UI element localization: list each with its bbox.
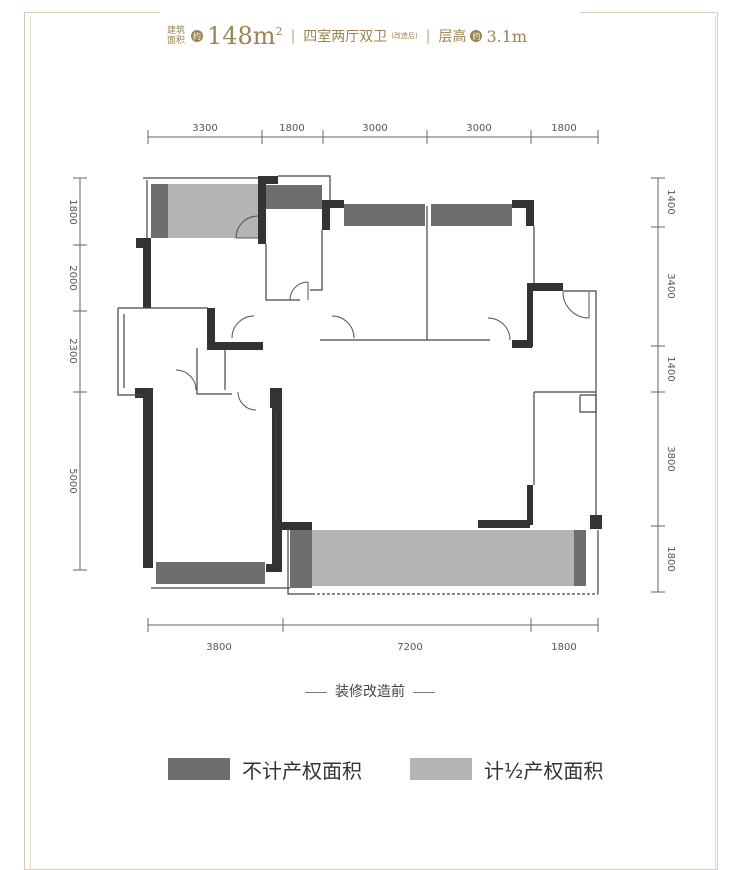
shaded-areas <box>151 184 586 588</box>
dim-right-4: 3800 <box>665 446 676 471</box>
dark-area-top-middle <box>265 185 322 209</box>
dim-left-2: 2000 <box>67 265 78 290</box>
door-swing <box>235 215 259 239</box>
dark-area-top-left <box>151 184 168 238</box>
dimension-labels: 3300 1800 3000 3000 1800 3800 7200 1800 … <box>67 123 676 653</box>
area-approx-badge: 约 <box>191 30 203 42</box>
dim-right-2: 3400 <box>665 273 676 298</box>
dim-right-3: 1400 <box>665 356 676 381</box>
caption-dash-right <box>413 691 435 693</box>
dark-area-bottom-right <box>574 530 586 586</box>
dark-area-bottom-middle <box>290 528 312 588</box>
dim-top-4: 3000 <box>466 123 491 134</box>
legend-label-dark: 不计产权面积 <box>242 758 362 783</box>
wall <box>143 238 151 308</box>
height-approx-badge: 约 <box>470 30 483 42</box>
dim-bottom-2: 7200 <box>397 642 422 653</box>
dim-top-2: 1800 <box>279 123 304 134</box>
plan-caption: 装修改造前 <box>0 681 740 701</box>
legend-swatch-dark <box>168 758 230 780</box>
dark-area-bedroom-window-1 <box>344 204 425 226</box>
dim-left-3: 2300 <box>67 338 78 363</box>
caption-dash-left <box>305 691 327 693</box>
dim-right-1: 1400 <box>665 189 676 214</box>
area-value: 148m2 <box>207 22 283 50</box>
dim-left-4: 5000 <box>67 468 78 493</box>
layout-note: (改造后) <box>391 32 418 40</box>
walls <box>135 176 602 572</box>
inner-frame <box>30 16 716 870</box>
layout-text: 四室两厅双卫 <box>303 29 388 45</box>
dim-right-5: 1800 <box>665 546 676 571</box>
legend-label-light: 计½产权面积 <box>484 758 604 783</box>
dim-bottom-3: 1800 <box>551 642 576 653</box>
separator: | <box>290 28 296 44</box>
legend-swatch-light <box>410 758 472 780</box>
header-background <box>160 0 580 56</box>
legend-item-dark: 不计产权面积 <box>168 756 362 783</box>
separator: | <box>425 28 431 44</box>
dim-top-3: 3000 <box>362 123 387 134</box>
dim-top-5: 1800 <box>551 123 576 134</box>
light-area-balcony-bottom <box>312 530 574 586</box>
dark-area-bedroom-window-2 <box>431 204 512 226</box>
height-value: 3.1m <box>486 26 528 46</box>
dimension-lines <box>73 130 665 632</box>
light-area-balcony-top <box>168 184 258 238</box>
legend-item-light: 计½产权面积 <box>410 756 604 783</box>
dim-top-1: 3300 <box>192 123 217 134</box>
dark-area-bottom-left <box>156 562 265 584</box>
header: 建筑面积 约 148m2 | 四室两厅双卫 (改造后) | 层高 约 3.1m <box>165 18 585 54</box>
thin-walls <box>117 175 599 595</box>
height-label: 层高 <box>438 29 467 45</box>
area-label: 建筑面积 <box>166 26 185 46</box>
area-unit-sup: 2 <box>275 25 283 38</box>
dim-bottom-1: 3800 <box>206 642 231 653</box>
doors <box>175 215 590 411</box>
dim-left-1: 1800 <box>67 199 78 224</box>
